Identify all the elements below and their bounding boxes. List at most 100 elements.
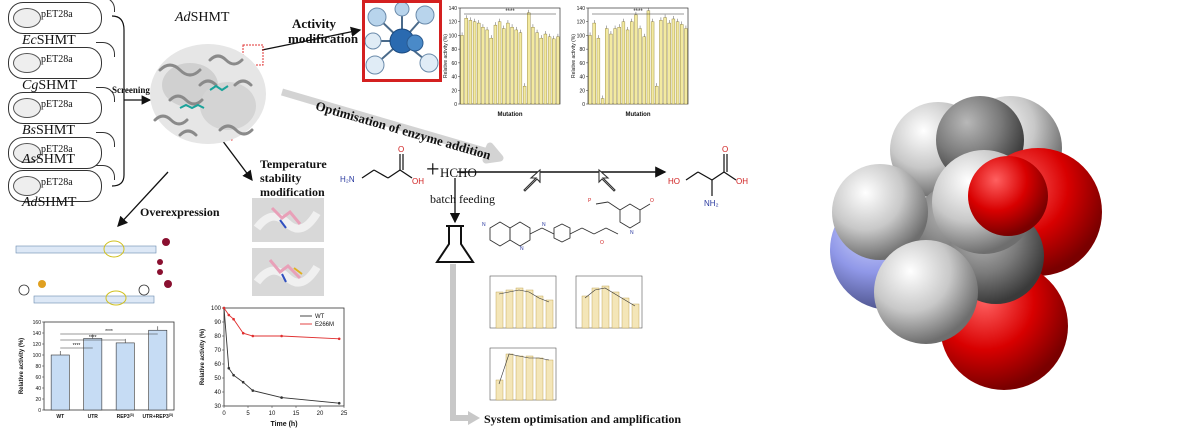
plasmid-vector-label: pET28a xyxy=(41,9,73,20)
mutant-structure-image-1 xyxy=(252,198,324,242)
glycine-hydroxyl-label: OH xyxy=(412,177,424,186)
bar xyxy=(596,37,601,105)
bar xyxy=(485,29,489,105)
formaldehyde-label: HCHO xyxy=(440,165,477,180)
bar xyxy=(514,29,518,105)
screening-label: Screening xyxy=(112,85,150,95)
flask-icon xyxy=(435,225,475,263)
bar xyxy=(646,10,651,105)
series-point xyxy=(280,334,283,338)
y-tick-label: 100 xyxy=(577,33,586,39)
strain-label-ec: EcSHMT xyxy=(22,33,76,48)
glycine-oxygen-label: O xyxy=(398,145,404,154)
y-tick-label: 0 xyxy=(38,408,41,414)
x-tick-label: 0 xyxy=(222,411,226,417)
plasmid-as: pET28a xyxy=(8,132,115,169)
svg-text:O: O xyxy=(650,198,654,204)
svg-text:P: P xyxy=(588,198,592,204)
svg-text:N: N xyxy=(630,230,634,236)
plasmid-bs: pET28a xyxy=(8,87,115,124)
y-tick-label: 60 xyxy=(35,375,41,381)
y-tick-label: 70 xyxy=(214,348,221,354)
y-tick-label: 60 xyxy=(214,362,221,368)
y-axis-label: Relative activity (%) xyxy=(571,34,577,78)
plasmid-ring-icon xyxy=(13,8,41,28)
svg-text:N: N xyxy=(542,222,546,228)
bar xyxy=(617,27,621,105)
y-tick-label: 30 xyxy=(214,404,221,410)
mutant-structure-image-2 xyxy=(252,248,324,296)
series-point xyxy=(337,401,341,405)
gene-construct-schematic xyxy=(15,238,172,306)
chart-frame xyxy=(587,7,689,105)
protein-structure-icon xyxy=(150,44,266,144)
batch-feeding-label: batch feeding xyxy=(430,192,495,206)
y-tick-label: 60 xyxy=(579,61,585,67)
bar xyxy=(547,36,552,105)
plasmid-tail-icon xyxy=(96,0,115,12)
plasmid-cg: pET28a xyxy=(8,42,115,79)
bar xyxy=(506,22,510,105)
bar xyxy=(556,36,560,105)
y-tick-label: 80 xyxy=(214,334,221,340)
y-tick-label: 100 xyxy=(211,306,222,312)
plasmid-vector-label: pET28a xyxy=(41,99,73,110)
y-tick-label: 140 xyxy=(449,6,458,12)
y-tick-label: 80 xyxy=(451,47,457,53)
bar xyxy=(493,24,498,105)
temperature-stability-label: Temperature stability modification xyxy=(260,157,327,199)
y-tick-label: 60 xyxy=(451,61,457,67)
x-axis-label: Time (h) xyxy=(270,421,297,428)
serine-oxygen-label: O xyxy=(722,145,728,154)
bar xyxy=(531,27,535,105)
serine-carboxyl-label: OH xyxy=(736,177,748,186)
plasmid-ring-icon xyxy=(13,176,41,196)
optimisation-chart-concentration-icon xyxy=(489,347,557,401)
y-tick-label: 90 xyxy=(214,320,221,326)
bar xyxy=(634,14,638,105)
series-point xyxy=(241,331,245,335)
y-axis-label: Relative activity (%) xyxy=(200,329,206,385)
plasmid-vector-label: pET28a xyxy=(41,144,73,155)
strain-label-ad: AdSHMT xyxy=(22,195,77,210)
series-point xyxy=(251,334,255,338)
plasmid-ring-icon xyxy=(13,143,41,163)
x-tick-label: UTR xyxy=(88,414,99,420)
bar xyxy=(638,28,642,105)
x-tick-label: 5 xyxy=(246,411,250,417)
plasmid-list: pET28a EcSHMT pET28a CgSHMT pET28a BsSHM… xyxy=(0,0,130,215)
plus-sign: + xyxy=(426,157,440,183)
y-tick-label: 80 xyxy=(35,364,41,370)
residue-network-box xyxy=(362,0,442,82)
y-tick-label: 0 xyxy=(454,102,457,108)
series-point xyxy=(337,337,341,341)
bar xyxy=(502,28,506,105)
bar xyxy=(592,22,596,105)
bar xyxy=(50,354,70,411)
y-tick-label: 100 xyxy=(449,33,458,39)
bar xyxy=(605,28,609,105)
residue-network-icon xyxy=(365,3,439,75)
y-tick-label: 50 xyxy=(214,376,221,382)
activity-modification-label: Activity modification xyxy=(288,16,359,46)
chart-frame xyxy=(223,307,345,407)
bar xyxy=(659,20,663,105)
x-tick-label: REP3(3) xyxy=(117,413,134,420)
bar xyxy=(497,21,502,105)
bar xyxy=(83,338,103,411)
x-tick-label: 15 xyxy=(293,411,300,417)
series-point xyxy=(251,389,255,392)
significance-label: **** xyxy=(505,9,515,15)
oxygen-atom xyxy=(968,156,1048,236)
bar xyxy=(522,85,527,105)
x-tick-label: UTR+REP3(3) xyxy=(142,413,173,420)
y-axis-label: Relative activity (%) xyxy=(19,338,25,394)
flow-arrows xyxy=(111,15,667,425)
series-point xyxy=(227,366,231,370)
bar xyxy=(148,329,168,411)
plasmid-vector-label: pET28a xyxy=(41,54,73,65)
plasmid-ad: pET28a xyxy=(8,165,115,202)
series-point xyxy=(280,396,283,399)
